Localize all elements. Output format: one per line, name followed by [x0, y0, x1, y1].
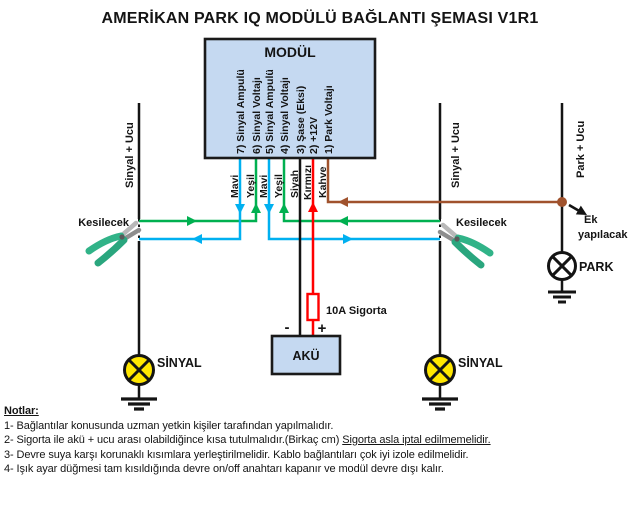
- left-ground-icon: [121, 397, 157, 411]
- note-line-1: 1- Bağlantılar konusunda uzman yetkin ki…: [4, 419, 334, 432]
- left-signal-lamp-label: SİNYAL: [157, 355, 202, 370]
- battery-plus-sign: +: [318, 320, 327, 337]
- arrowhead-icon: [251, 203, 261, 213]
- right-signal-lamp-icon: [424, 354, 456, 386]
- left-cut-label: Kesilecek: [78, 217, 130, 229]
- battery-minus-sign: -: [285, 319, 290, 336]
- fuse-and-battery: 10A Sigorta AKÜ - +: [270, 292, 388, 376]
- park-branch: Park + Ucu PARK Ek yapılacak: [547, 103, 628, 304]
- module-pin-5: 5) Sinyal Ampulü: [264, 69, 276, 154]
- module-box: MODÜL 7) Sinyal Ampulü 6) Sinyal Voltajı…: [203, 37, 377, 160]
- arrowhead-icon: [187, 216, 197, 226]
- module-rect: [203, 37, 377, 160]
- battery-label: AKÜ: [292, 348, 319, 363]
- arrowhead-icon: [308, 202, 318, 212]
- note-line-3: 3- Devre suya karşı korunaklı kısımlara …: [4, 448, 469, 461]
- arrowhead-icon: [338, 197, 348, 207]
- note-line-2-underlined: Sigorta asla iptal edilmemelidir.: [342, 434, 491, 446]
- arrowhead-icon: [343, 234, 353, 244]
- wire-cutter-icon: [437, 222, 494, 269]
- notes-section: Notlar: 1- Bağlantılar konusunda uzman y…: [4, 404, 634, 477]
- arrowhead-icon: [338, 216, 348, 226]
- arrowhead-icon: [235, 204, 245, 214]
- splice-label-line2: yapılacak: [578, 229, 628, 241]
- module-pin-4: 4) Sinyal Voltajı: [279, 77, 291, 154]
- left-signal-branch: Sinyal + Ucu Kesilecek SİNYAL: [78, 103, 202, 411]
- fuse-icon: [306, 292, 320, 322]
- park-line-label: Park + Ucu: [575, 121, 587, 178]
- right-signal-lamp-label: SİNYAL: [458, 355, 503, 370]
- module-pin-7: 7) Sinyal Ampulü: [235, 69, 247, 154]
- wire-arrowheads: [187, 197, 353, 244]
- wire-label-kahve: Kahve: [317, 166, 329, 198]
- note-line-2-text: 2- Sigorta ile akü + ucu arası olabildiğ…: [4, 434, 343, 446]
- right-signal-line-label: Sinyal + Ucu: [450, 122, 462, 188]
- module-title: MODÜL: [264, 44, 316, 60]
- wire-label-mavi: Mavi: [258, 175, 270, 198]
- wire-label-yesil: Yeşil: [245, 174, 257, 198]
- left-signal-line-label: Sinyal + Ucu: [124, 122, 136, 188]
- splice-label-line1: Ek: [584, 214, 598, 226]
- wire-green-right: [282, 158, 440, 223]
- battery-rect: [270, 334, 342, 376]
- notes-heading: Notlar:: [4, 405, 39, 417]
- wire-cutter-icon: [85, 220, 142, 267]
- wire-label-yesil: Yeşil: [273, 174, 285, 198]
- splice-arrowhead-icon: [575, 205, 587, 215]
- page-title: AMERİKAN PARK IQ MODÜLÜ BAĞLANTI ŞEMASI …: [101, 10, 539, 27]
- module-pin-1: 1) Park Voltajı: [323, 85, 335, 154]
- module-wires: [139, 158, 560, 336]
- wire-blue-left: [139, 158, 242, 241]
- wire-label-siyah: Siyah: [289, 170, 301, 198]
- arrowhead-icon: [192, 234, 202, 244]
- arrowhead-icon: [264, 204, 274, 214]
- wire-label-kirmizi: Kırmızı: [302, 165, 314, 200]
- splice-junction-dot: [557, 197, 567, 207]
- note-line-4: 4- Işık ayar düğmesi tam kısıldığında de…: [4, 463, 444, 475]
- wire-blue-right: [267, 158, 440, 241]
- park-ground-icon: [548, 290, 576, 304]
- right-ground-icon: [422, 397, 458, 411]
- wire-brown-park: [326, 158, 560, 204]
- left-signal-lamp-icon: [123, 354, 155, 386]
- wire-green-left: [139, 158, 258, 223]
- right-cut-label: Kesilecek: [456, 217, 508, 229]
- right-signal-branch: Sinyal + Ucu Kesilecek SİNYAL: [422, 103, 508, 411]
- park-lamp-icon: [547, 251, 577, 281]
- module-pin-2: 2) +12V: [308, 117, 320, 154]
- fuse-label: 10A Sigorta: [326, 305, 388, 317]
- wire-label-mavi: Mavi: [229, 175, 241, 198]
- park-lamp-label: PARK: [579, 260, 614, 274]
- arrowhead-icon: [279, 203, 289, 213]
- module-pin-3: 3) Şase (Eksi): [295, 86, 307, 154]
- wire-name-labels: Mavi Yeşil Mavi Yeşil Siyah Kırmızı Kahv…: [229, 165, 329, 200]
- note-line-2: 2- Sigorta ile akü + ucu arası olabildiğ…: [4, 433, 634, 448]
- module-pin-6: 6) Sinyal Voltajı: [251, 77, 263, 154]
